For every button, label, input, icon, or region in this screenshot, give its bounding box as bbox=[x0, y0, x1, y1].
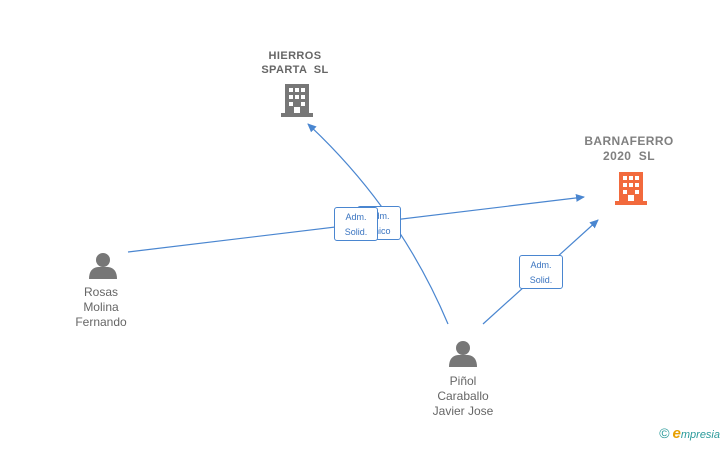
person-name-line: Javier Jose bbox=[432, 404, 494, 418]
edge-label-line: Adm. bbox=[345, 212, 367, 222]
empresia-brand: ©empresia bbox=[659, 425, 720, 442]
brand-logo-e: e bbox=[672, 425, 681, 442]
edge-label-line: Adm. bbox=[368, 211, 390, 221]
person-name-line: Piñol bbox=[449, 374, 477, 388]
edge-label-adm-solid: Adm. Solid. bbox=[334, 207, 378, 241]
person-label-rosas[interactable]: Rosas Molina Fernando bbox=[55, 285, 147, 330]
edge-label-adm-solid: Adm. Solid. bbox=[519, 255, 563, 289]
company-label-hierros[interactable]: HIERROS SPARTA SL bbox=[245, 49, 345, 77]
building-icon[interactable] bbox=[615, 172, 647, 205]
edge-label-line: Unico bbox=[367, 226, 391, 236]
brand-logo-text: mpresia bbox=[680, 429, 720, 441]
edge-label-line: Adm. bbox=[530, 260, 552, 270]
edge-label-line: Solid. bbox=[344, 227, 368, 237]
person-name-line: Caraballo bbox=[437, 389, 489, 403]
person-icon[interactable] bbox=[89, 253, 117, 279]
company-label-barnaferro[interactable]: BARNAFERRO 2020 SL bbox=[573, 134, 685, 164]
copyright-icon: © bbox=[659, 425, 670, 441]
company-name-line: HIERROS bbox=[268, 50, 322, 62]
person-name-line: Fernando bbox=[75, 315, 127, 329]
person-name-line: Molina bbox=[83, 300, 119, 314]
person-label-pinol[interactable]: Piñol Caraballo Javier Jose bbox=[413, 374, 513, 419]
company-name-line: 2020 SL bbox=[603, 149, 655, 163]
person-name-line: Rosas bbox=[83, 285, 118, 299]
person-icon[interactable] bbox=[449, 341, 477, 367]
edge-label-line: Solid. bbox=[529, 275, 553, 285]
company-name-line: SPARTA SL bbox=[261, 64, 329, 76]
company-name-line: BARNAFERRO bbox=[584, 134, 674, 148]
building-icon[interactable] bbox=[281, 84, 313, 117]
